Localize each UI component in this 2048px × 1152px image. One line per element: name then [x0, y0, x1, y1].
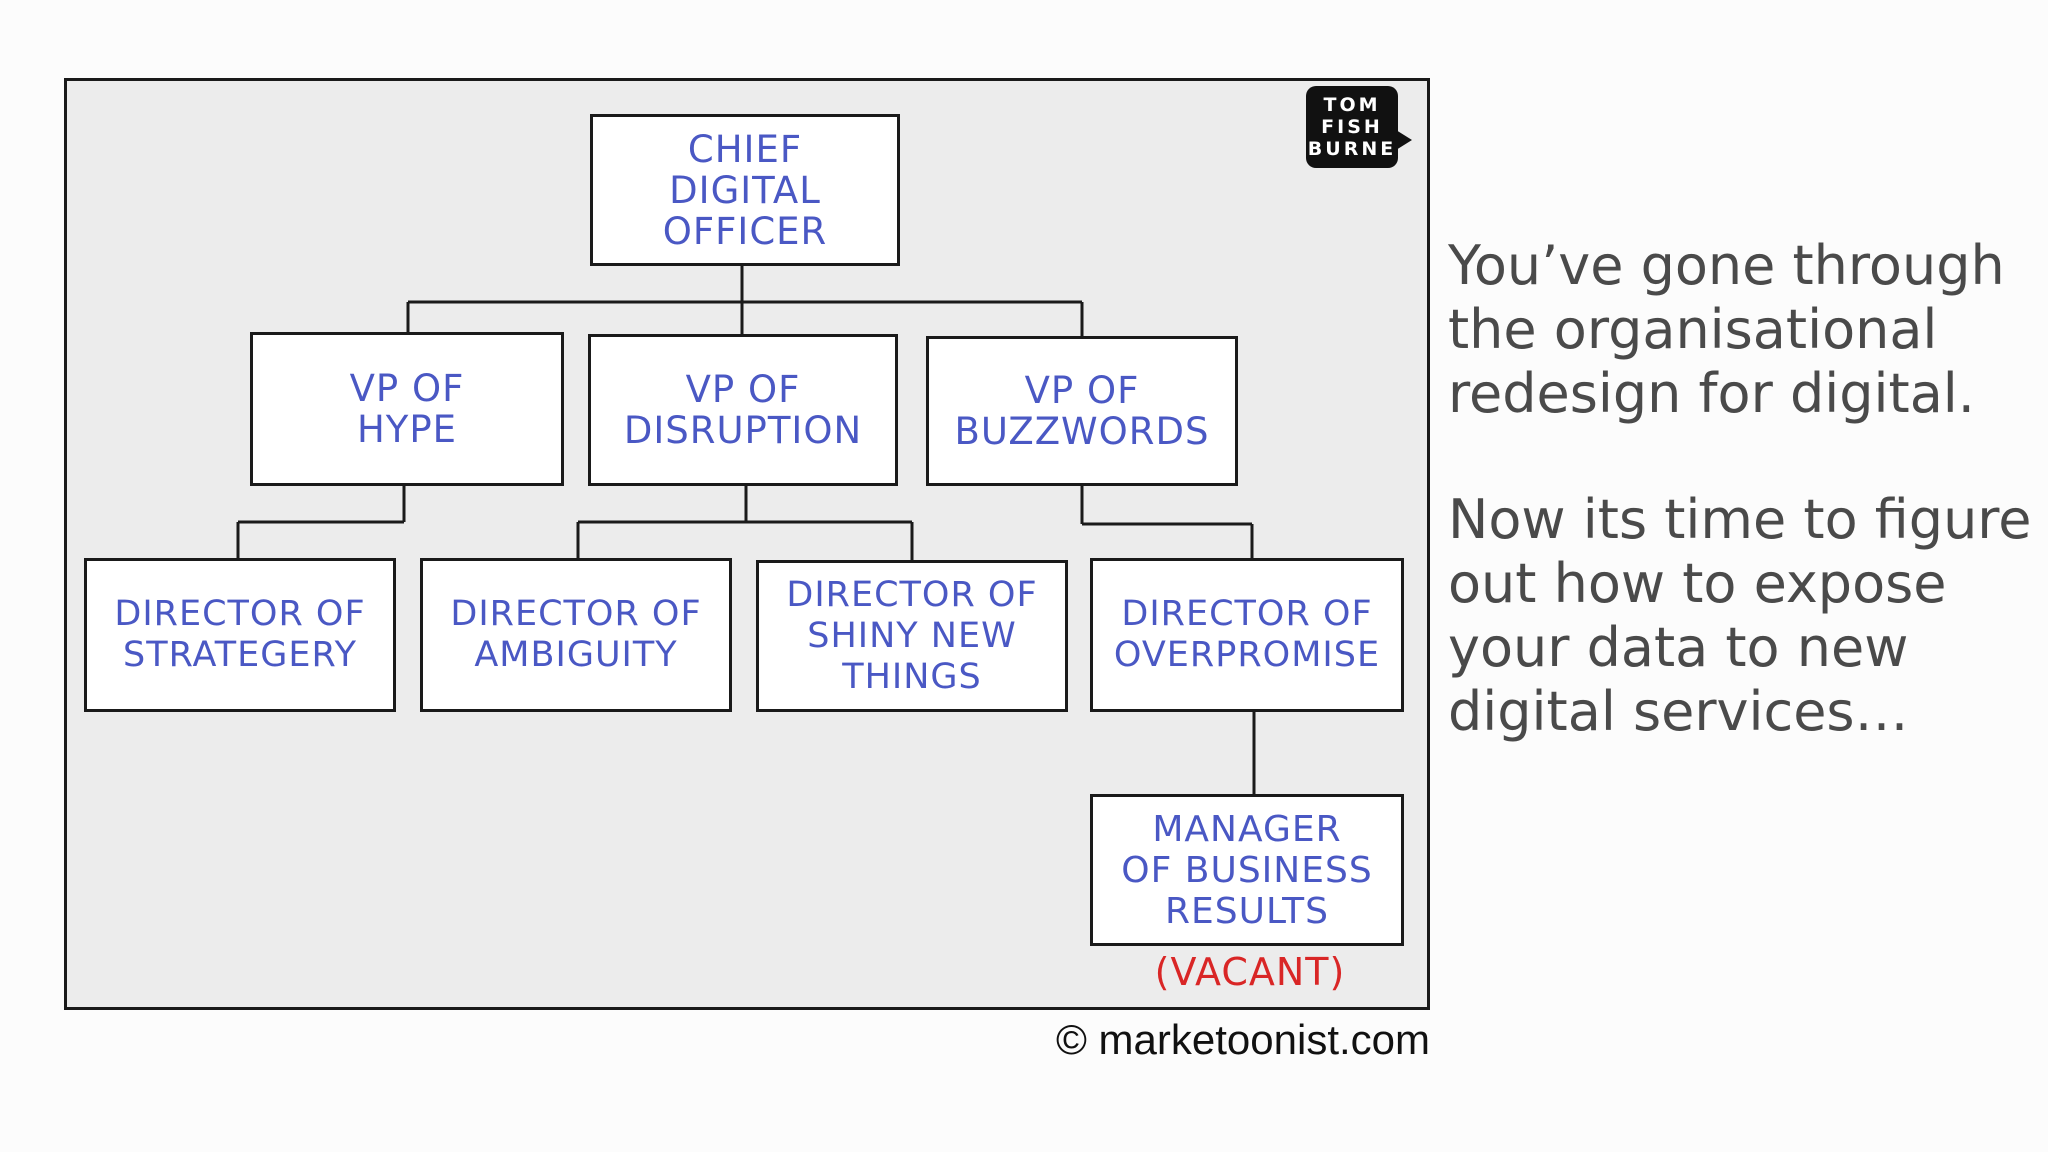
- box-line: DIRECTOR OF: [1121, 594, 1373, 634]
- side-line: digital services…: [1448, 680, 1909, 743]
- box-line: DIGITAL: [669, 168, 821, 212]
- vp-disruption-box: VP OF DISRUPTION: [588, 334, 898, 486]
- side-line: out how to expose: [1448, 552, 1947, 615]
- box-line: DIRECTOR OF: [114, 594, 366, 634]
- logo-speech-tail-icon: [1396, 130, 1412, 150]
- box-line: DISRUPTION: [623, 409, 863, 452]
- vp-hype-box: VP OF HYPE: [250, 332, 564, 486]
- box-line: CHIEF: [687, 127, 803, 171]
- box-line: DIRECTOR OF: [450, 594, 702, 634]
- box-line: VP OF: [349, 367, 465, 410]
- box-line: MANAGER: [1152, 808, 1342, 850]
- box-line: STRATEGERY: [123, 635, 357, 675]
- side-line: the organisational: [1448, 298, 1938, 361]
- box-line: SHINY NEW: [807, 615, 1017, 656]
- box-line: HYPE: [356, 408, 458, 451]
- box-line: OF BUSINESS: [1121, 849, 1373, 891]
- side-line: Now its time to figure: [1448, 488, 2032, 551]
- director-shiny-new-things-box: DIRECTOR OF SHINY NEW THINGS: [756, 560, 1068, 712]
- side-line: redesign for digital.: [1448, 362, 1975, 425]
- vp-buzzwords-box: VP OF BUZZWORDS: [926, 336, 1238, 486]
- box-line: AMBIGUITY: [474, 635, 678, 675]
- logo-line: BURNE: [1307, 138, 1397, 160]
- logo-line: FISH: [1321, 116, 1383, 138]
- side-line: your data to new: [1448, 616, 1909, 679]
- logo-line: TOM: [1323, 94, 1381, 116]
- box-line: BUZZWORDS: [954, 410, 1210, 453]
- vacant-label: (VACANT): [1154, 950, 1346, 994]
- box-line: VP OF: [685, 368, 801, 411]
- chief-digital-officer-box: CHIEF DIGITAL OFFICER: [590, 114, 900, 266]
- box-line: RESULTS: [1165, 890, 1329, 932]
- box-line: OVERPROMISE: [1113, 635, 1381, 675]
- director-ambiguity-box: DIRECTOR OF AMBIGUITY: [420, 558, 732, 712]
- copyright-credit: © marketoonist.com: [1055, 1016, 1430, 1063]
- tom-fishburne-logo: TOM FISH BURNE: [1306, 86, 1398, 168]
- director-overpromise-box: DIRECTOR OF OVERPROMISE: [1090, 558, 1404, 712]
- box-line: OFFICER: [662, 209, 828, 253]
- director-strategery-box: DIRECTOR OF STRATEGERY: [84, 558, 396, 712]
- side-paragraph-1: You’ve gone through the organisational r…: [1448, 234, 2048, 426]
- box-line: VP OF: [1024, 369, 1140, 412]
- box-line: THINGS: [842, 656, 982, 697]
- side-paragraph-2: Now its time to figure out how to expose…: [1448, 488, 2048, 744]
- side-line: You’ve gone through: [1448, 234, 2005, 297]
- manager-business-results-box: MANAGER OF BUSINESS RESULTS: [1090, 794, 1404, 946]
- box-line: DIRECTOR OF: [786, 574, 1038, 615]
